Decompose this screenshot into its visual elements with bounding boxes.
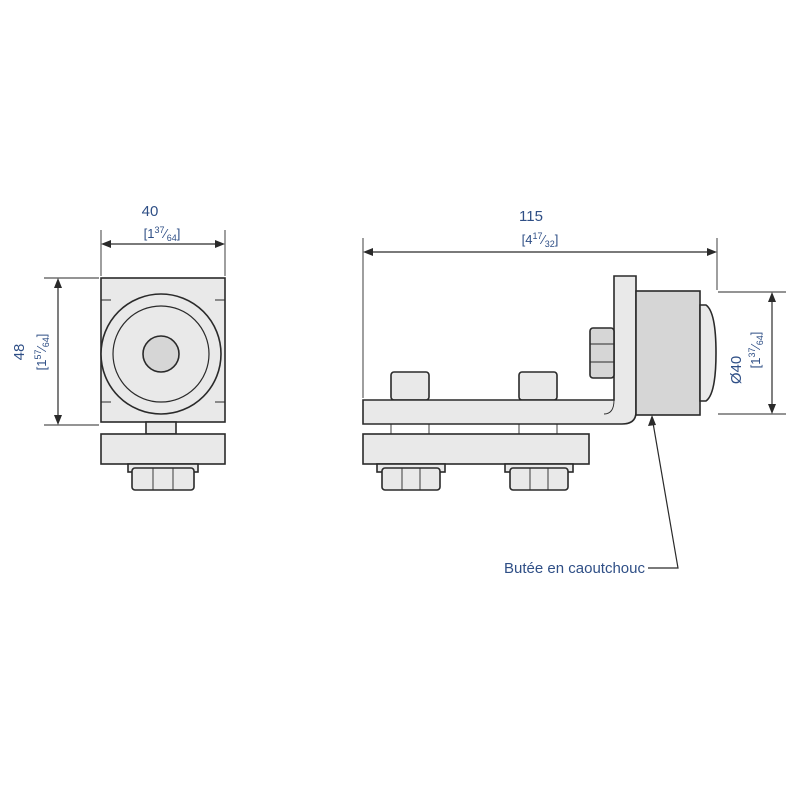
front-view [100,277,226,491]
front-roller-ring [112,305,210,403]
side-stud-left [390,371,430,401]
front-nut [131,467,195,491]
front-roller-hub [142,335,180,373]
dim-front-width-mm: 40 [142,203,159,220]
side-stud-right [518,371,558,401]
dim-front-width: 40 [137⁄64] [100,203,226,276]
side-nut-right [509,467,569,491]
dim-front-width-inch: [137⁄64] [144,225,181,243]
side-hex-nut [589,327,615,379]
callout-label: Butée en caoutchouc [504,560,645,577]
dim-side-length-inch: [417⁄32] [522,231,559,249]
dim-bumper-diameter: Ø40 [137⁄64] [718,291,786,415]
side-bracket [362,275,637,425]
side-view [362,275,717,491]
side-rubber-bumper [635,290,701,416]
dim-front-height-inch: [157⁄64] [33,334,51,371]
callout-rubber-stop: Butée en caoutchouc [504,415,679,577]
dim-bumper-diameter-inch: [137⁄64] [747,332,765,369]
side-nut-left [381,467,441,491]
dim-bumper-diameter-mm: Ø40 [728,356,745,384]
side-base-plate [362,433,590,465]
dim-front-height: 48 [157⁄64] [11,277,99,426]
dim-side-length-mm: 115 [519,208,543,225]
dim-front-height-mm: 48 [11,344,28,361]
front-base-plate [100,433,226,465]
